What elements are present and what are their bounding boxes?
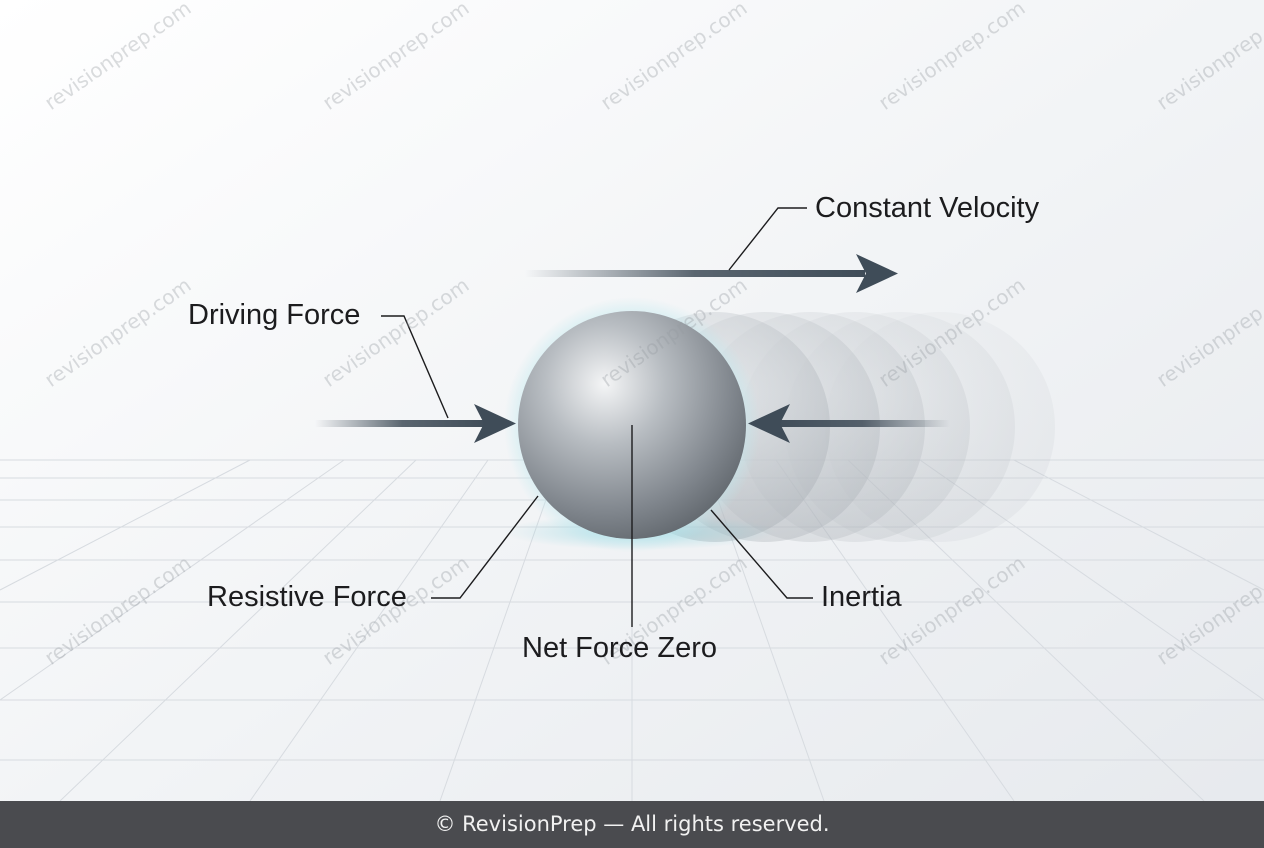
driving-force-label: Driving Force — [188, 299, 361, 331]
velocity-arrow — [525, 254, 898, 293]
constant-velocity-label: Constant Velocity — [815, 192, 1040, 224]
leader-driving-force — [381, 315, 449, 419]
copyright-footer: © RevisionPrep — All rights reserved. — [0, 801, 1264, 848]
leader-lines — [381, 207, 813, 627]
inertia-label: Inertia — [821, 581, 902, 613]
resistive-force-arrow — [748, 404, 950, 443]
net-force-zero-label: Net Force Zero — [522, 632, 717, 664]
driving-force-arrow — [315, 404, 516, 443]
resistive-force-label: Resistive Force — [207, 581, 407, 613]
leader-inertia — [710, 509, 813, 599]
leader-resistive-force — [431, 495, 539, 599]
leader-constant-velocity — [728, 207, 807, 271]
